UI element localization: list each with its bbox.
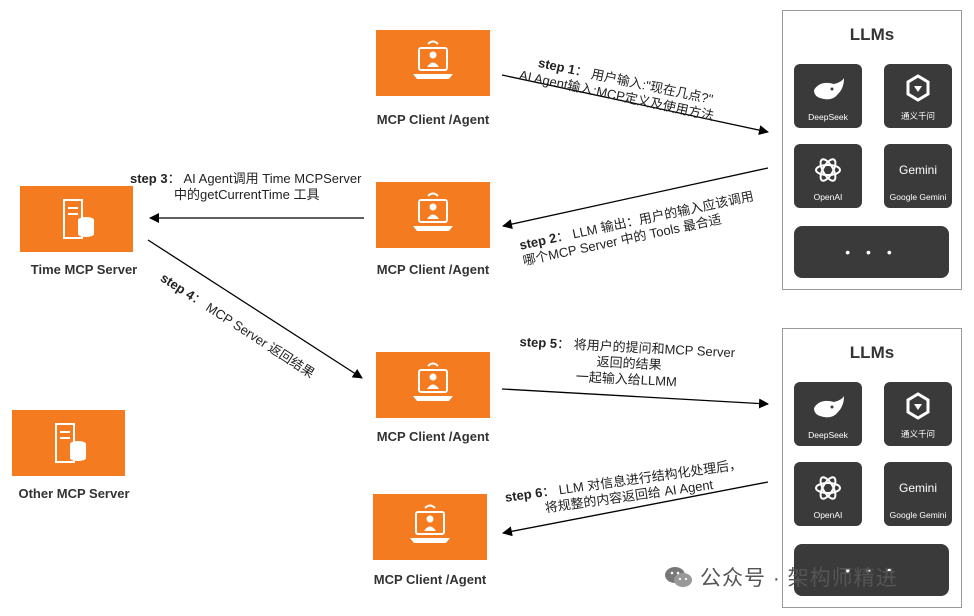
model-name: OpenAI bbox=[813, 510, 843, 520]
svg-text:Gemini: Gemini bbox=[899, 163, 937, 177]
agent-label: MCP Client /Agent bbox=[376, 112, 490, 127]
llm-panel: LLMs DeepSeek 通义千问 OpenAI Gemini Google … bbox=[782, 10, 962, 290]
tongyi-logo-icon bbox=[906, 74, 930, 102]
laptop-user-icon bbox=[413, 362, 453, 401]
gemini-logo-icon: Gemini bbox=[899, 163, 937, 177]
model-tile-gemini: Gemini Google Gemini bbox=[884, 144, 952, 208]
step-number: step 3 bbox=[130, 171, 168, 186]
step-text: ： AI Agent调用 Time MCPServer bbox=[167, 171, 362, 186]
model-name: OpenAI bbox=[813, 192, 843, 202]
agent-box bbox=[376, 30, 490, 96]
openai-logo-icon bbox=[815, 476, 841, 500]
laptop-user-icon bbox=[413, 192, 453, 231]
arrow-step-4 bbox=[147, 239, 363, 379]
model-tile-tongyi: 通义千问 bbox=[884, 64, 952, 128]
model-name: DeepSeek bbox=[808, 430, 848, 440]
model-name: Google Gemini bbox=[889, 510, 947, 520]
arrow-step-2 bbox=[502, 167, 769, 229]
model-name: 通义千问 bbox=[900, 111, 935, 121]
arrow-step-1 bbox=[501, 74, 769, 136]
watermark: 公众号 · 架构师精进 bbox=[664, 562, 898, 592]
gemini-logo-icon: Gemini bbox=[899, 481, 937, 495]
agent-box bbox=[376, 352, 490, 418]
step-3-annotation: step 3： AI Agent调用 Time MCPServer 中的getC… bbox=[130, 171, 361, 203]
server-box bbox=[20, 186, 133, 252]
tongyi-logo-icon bbox=[906, 392, 930, 420]
laptop-user-icon bbox=[413, 40, 453, 79]
watermark-text: 公众号 · 架构师精进 bbox=[700, 567, 898, 590]
server-database-icon bbox=[63, 199, 94, 239]
arrow-step-5 bbox=[501, 388, 769, 409]
model-name: Google Gemini bbox=[889, 192, 947, 202]
agent-label: MCP Client /Agent bbox=[373, 572, 487, 587]
openai-logo-icon bbox=[815, 158, 841, 182]
llm-panel-title: LLMs bbox=[849, 25, 895, 44]
model-tile-tongyi: 通义千问 bbox=[884, 382, 952, 446]
laptop-user-icon bbox=[410, 504, 450, 543]
server-label: Time MCP Server bbox=[30, 262, 138, 277]
whale-icon bbox=[814, 78, 844, 100]
llm-panel: LLMs DeepSeek 通义千问 OpenAI Gemini Google … bbox=[782, 328, 962, 608]
agent-box bbox=[376, 182, 490, 248]
whale-icon bbox=[814, 396, 844, 418]
agent-label: MCP Client /Agent bbox=[376, 429, 490, 444]
model-tile-openai: OpenAI bbox=[794, 462, 862, 526]
step-text: 中的getCurrentTime 工具 bbox=[174, 187, 320, 202]
model-tile-gemini: Gemini Google Gemini bbox=[884, 462, 952, 526]
agent-box bbox=[373, 494, 487, 560]
more-models: • • • bbox=[794, 226, 949, 278]
more-models: • • • bbox=[794, 544, 949, 596]
model-tile-deepseek: DeepSeek bbox=[794, 382, 862, 446]
model-tile-openai: OpenAI bbox=[794, 144, 862, 208]
server-database-icon bbox=[55, 423, 86, 463]
llm-panel-title: LLMs bbox=[849, 343, 895, 362]
model-name: 通义千问 bbox=[900, 429, 935, 439]
server-box bbox=[12, 410, 125, 476]
agent-label: MCP Client /Agent bbox=[376, 262, 490, 277]
model-name: DeepSeek bbox=[808, 112, 848, 122]
arrow-step-6 bbox=[502, 481, 769, 537]
step-number: step 5 bbox=[519, 334, 558, 351]
wechat-icon bbox=[665, 567, 692, 587]
model-tile-deepseek: DeepSeek bbox=[794, 64, 862, 128]
server-label: Other MCP Server bbox=[18, 486, 130, 501]
svg-text:Gemini: Gemini bbox=[899, 481, 937, 495]
